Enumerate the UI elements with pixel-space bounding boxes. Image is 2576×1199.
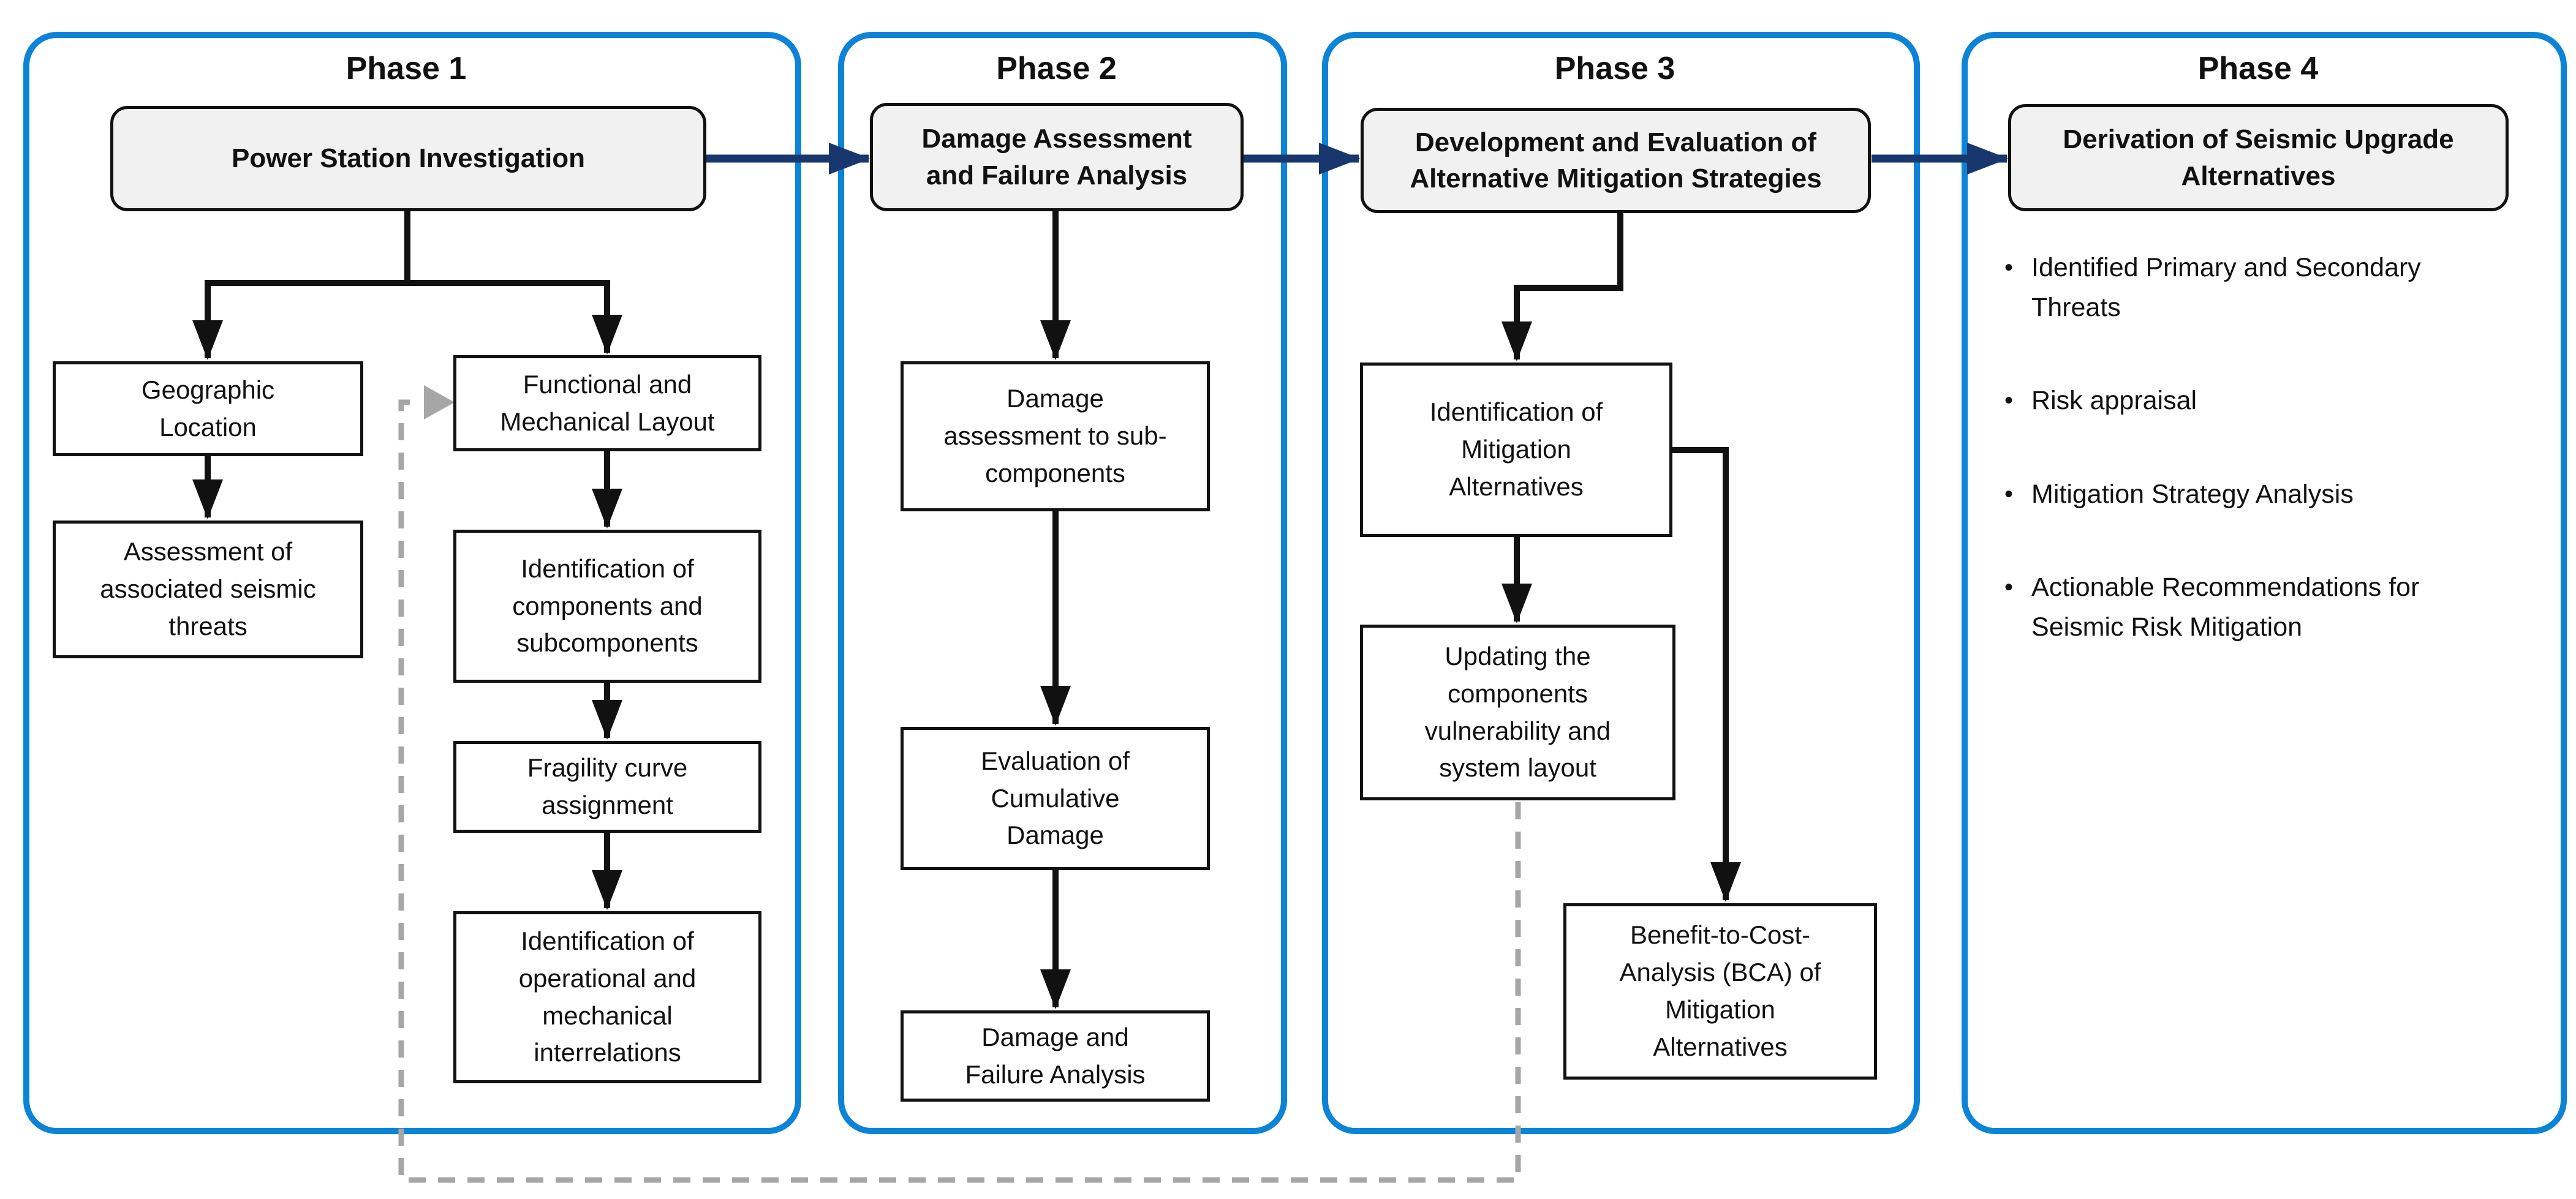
phase2-container [838, 32, 1287, 1134]
phase4-title: Phase 4 [2197, 51, 2319, 86]
phase3-title: Phase 3 [1554, 51, 1675, 86]
box-operational-interrelations: Identification of operational and mechan… [453, 911, 761, 1083]
list-item: • Actionable Recommendations for Seismic… [2004, 568, 2519, 647]
box-assessment-seismic-threats: Assessment of associated seismic threats [53, 521, 363, 658]
box-damage-subcomponents: Damage assessment to sub- components [901, 361, 1210, 511]
phase1-header-box: Power Station Investigation [110, 106, 706, 211]
phase1-title: Phase 1 [346, 51, 467, 86]
box-geographic-location: Geographic Location [53, 361, 363, 456]
bullet-icon: • [2004, 254, 2014, 281]
phase1-container [23, 32, 801, 1134]
bullet-text: Identified Primary and Secondary Threats [2031, 253, 2421, 322]
phase3-connectors [1501, 211, 1741, 903]
list-item: • Mitigation Strategy Analysis [2004, 475, 2519, 514]
box-cumulative-damage: Evaluation of Cumulative Damage [901, 727, 1210, 870]
list-item: • Identified Primary and Secondary Threa… [2004, 248, 2519, 327]
list-item: • Risk appraisal [2004, 381, 2519, 421]
phase4-header-box: Derivation of Seismic Upgrade Alternativ… [2008, 104, 2509, 211]
phase2-header-box: Damage Assessment and Failure Analysis [870, 103, 1244, 211]
box-benefit-cost-analysis: Benefit-to-Cost- Analysis (BCA) of Mitig… [1563, 903, 1877, 1080]
feedback-arrowhead-icon [424, 385, 455, 419]
phase4-container [1962, 32, 2567, 1134]
phase4-bullet-list: • Identified Primary and Secondary Threa… [2004, 248, 2519, 701]
bullet-text: Actionable Recommendations for Seismic R… [2031, 573, 2420, 642]
box-fragility-curve: Fragility curve assignment [453, 741, 761, 833]
box-damage-failure-analysis: Damage and Failure Analysis [901, 1010, 1210, 1102]
bullet-icon: • [2004, 387, 2014, 414]
box-functional-mechanical-layout: Functional and Mechanical Layout [453, 355, 761, 451]
phase1-connectors [192, 211, 622, 911]
box-identification-components: Identification of components and subcomp… [453, 530, 761, 683]
bullet-text: Mitigation Strategy Analysis [2031, 479, 2354, 509]
feedback-dashed-arrow [398, 385, 1521, 1183]
phase2-title: Phase 2 [996, 51, 1117, 86]
box-mitigation-alternatives: Identification of Mitigation Alternative… [1360, 363, 1672, 537]
box-updating-vulnerability: Updating the components vulnerability an… [1360, 625, 1675, 800]
phase3-container [1322, 32, 1920, 1134]
bullet-icon: • [2004, 480, 2014, 508]
phase3-header-box: Development and Evaluation of Alternativ… [1361, 108, 1871, 213]
bullet-icon: • [2004, 574, 2014, 601]
bullet-text: Risk appraisal [2031, 386, 2197, 415]
